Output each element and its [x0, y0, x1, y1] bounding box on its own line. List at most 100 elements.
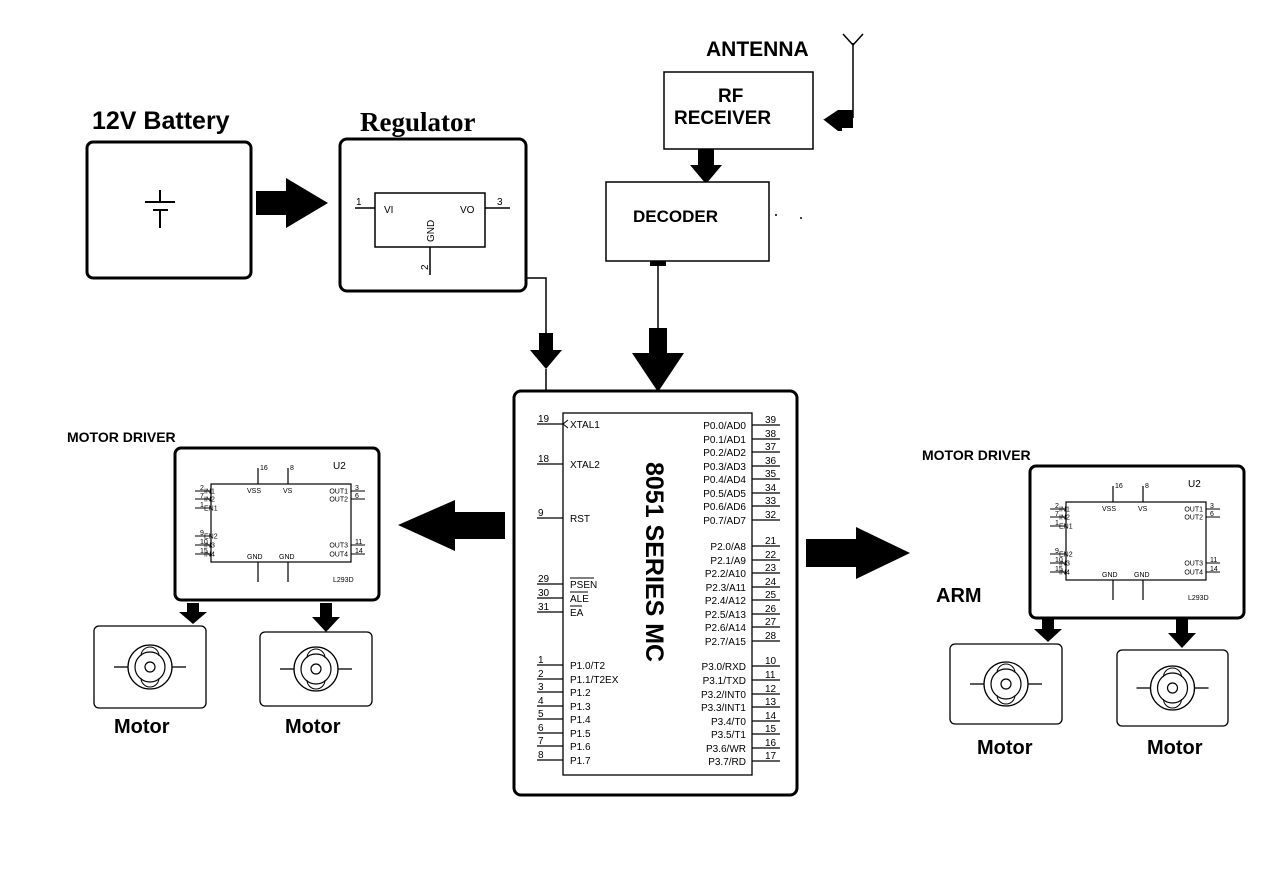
- battery-box: [85, 140, 253, 280]
- mcu-pin-number: 35: [765, 469, 777, 480]
- decoder-box: [605, 181, 770, 262]
- arrow-mcu-to-left-driver: [398, 500, 505, 551]
- motor-right-2: [1116, 649, 1229, 727]
- regulator-pin-out: 3: [497, 197, 503, 208]
- driver-pin-label: EN2: [204, 534, 218, 541]
- motor-right-2-label: Motor: [1147, 737, 1203, 759]
- arrow-right-driver-to-motor2: [1168, 619, 1196, 648]
- mcu-pin-label: P1.4: [570, 715, 591, 726]
- mcu-pin-number: 12: [765, 684, 777, 695]
- battery-title: 12V Battery: [92, 107, 230, 135]
- mcu-pin-label: P3.7/RD: [708, 757, 746, 768]
- driver-pin-number: 9: [200, 530, 204, 537]
- mcu-pin-label: P3.2/INT0: [701, 690, 746, 701]
- mcu-pin-number: 9: [538, 508, 544, 519]
- driver-pin-number: 10: [1055, 557, 1063, 564]
- mcu-pin-label: EA: [570, 608, 584, 619]
- arrow-left-driver-to-motor1: [179, 603, 207, 624]
- driver-pin-number: 7: [1055, 511, 1059, 518]
- regulator-gnd-label: GND: [426, 220, 437, 242]
- rf-receiver-box: [663, 71, 814, 150]
- mcu-pin-number: 37: [765, 442, 777, 453]
- mcu-pin-label: P2.7/A15: [705, 637, 747, 648]
- regulator-title: Regulator: [360, 107, 475, 137]
- arrow-mcu-to-right-driver: [806, 527, 910, 579]
- driver-pin-label: OUT2: [329, 497, 348, 504]
- motor-right-1: [949, 643, 1063, 725]
- mcu-pin-label: P1.0/T2: [570, 661, 605, 672]
- mcu-pin-number: 33: [765, 496, 777, 507]
- driver-pin-number: 3: [1210, 503, 1214, 510]
- driver-pin-label: IN3: [204, 543, 215, 550]
- mcu-pin-number: 26: [765, 604, 777, 615]
- driver-pin-number: 3: [355, 485, 359, 492]
- wire-regulator-to-mcu: [526, 277, 547, 340]
- mcu-pin-label: P0.5/AD5: [703, 489, 746, 500]
- mcu-pin-number: 38: [765, 429, 777, 440]
- driver-pin-label: IN4: [1059, 570, 1070, 577]
- mcu-pin-number: 18: [538, 454, 550, 465]
- mcu-pin-label: P0.1/AD1: [703, 435, 746, 446]
- rf-receiver-line1: RF: [718, 86, 743, 107]
- regulator-vo-label: VO: [460, 205, 475, 216]
- motor-left-2-label: Motor: [285, 716, 341, 738]
- driver-pin-label: OUT2: [1184, 515, 1203, 522]
- driver-vss-label: VSS: [247, 488, 261, 495]
- driver-pin-number: 1: [200, 502, 204, 509]
- driver-pin-number: 11: [1210, 557, 1217, 564]
- driver-pin-label: IN4: [204, 552, 215, 559]
- mcu-pin-number: 10: [765, 656, 777, 667]
- mcu-pin-number: 11: [765, 670, 776, 681]
- mcu-pin-number: 28: [765, 631, 777, 642]
- mcu-pin-label: P1.7: [570, 756, 591, 767]
- mcu-pin-label: P3.3/INT1: [701, 703, 746, 714]
- driver-pin-label: EN1: [204, 506, 218, 513]
- arrow-left-driver-to-motor2: [312, 603, 340, 632]
- driver-pin-vss-number: 16: [1115, 483, 1123, 490]
- mcu-pin-number: 19: [538, 414, 550, 425]
- driver-pin-number: 11: [355, 539, 362, 546]
- mcu-pin-number: 32: [765, 510, 777, 521]
- regulator-chip: 1 VI VO 3 GND 2: [355, 192, 510, 275]
- driver-pin-label: OUT3: [1184, 561, 1203, 568]
- motor-icon: [280, 646, 352, 692]
- driver-vss-label: VSS: [1102, 506, 1116, 513]
- mcu-pin-label: P3.5/T1: [711, 730, 746, 741]
- mcu-title: 8051 SERIES MC: [640, 462, 668, 662]
- mcu-pin-number: 7: [538, 736, 544, 747]
- mcu-pin-label: P1.3: [570, 702, 591, 713]
- mcu-pin-label: P3.4/T0: [711, 717, 746, 728]
- driver-gnd-label: GND: [1102, 572, 1118, 579]
- mcu-pin-label: P2.4/A12: [705, 596, 747, 607]
- antenna-title: ANTENNA: [706, 38, 809, 61]
- driver-pin-label: OUT4: [1184, 570, 1203, 577]
- mcu-pin-label: P0.6/AD6: [703, 502, 746, 513]
- mcu-pin-number: 16: [765, 738, 777, 749]
- regulator-pin-in: 1: [356, 197, 362, 208]
- mcu-pin-number: 30: [538, 588, 550, 599]
- decoder-label: DECODER: [633, 207, 718, 226]
- mcu-pin-number: 1: [538, 655, 544, 666]
- motor-left-2: [259, 631, 373, 707]
- mcu-pin-label: P1.1/T2EX: [570, 675, 619, 686]
- mcu-pin-number: 21: [765, 536, 777, 547]
- driver-pin-vss-number: 16: [260, 465, 268, 472]
- driver-pin-label: OUT3: [329, 543, 348, 550]
- driver-pin-number: 7: [200, 493, 204, 500]
- mcu-pin-number: 27: [765, 617, 777, 628]
- motor-icon: [970, 661, 1042, 707]
- driver-gnd-label: GND: [1134, 572, 1150, 579]
- mcu-right-pins: 39P0.0/AD038P0.1/AD137P0.2/AD236P0.3/AD3…: [701, 415, 780, 768]
- motor-icon: [114, 644, 186, 690]
- mcu-pin-label: P2.5/A13: [705, 610, 747, 621]
- mcu-pin-label: RST: [570, 514, 590, 525]
- mcu-pin-label: P0.2/AD2: [703, 448, 746, 459]
- mcu-pin-label: P2.3/A11: [706, 583, 747, 594]
- motor-icon: [1136, 665, 1209, 711]
- arrow-battery-to-regulator: [256, 178, 328, 228]
- driver-gnd-label: GND: [247, 554, 263, 561]
